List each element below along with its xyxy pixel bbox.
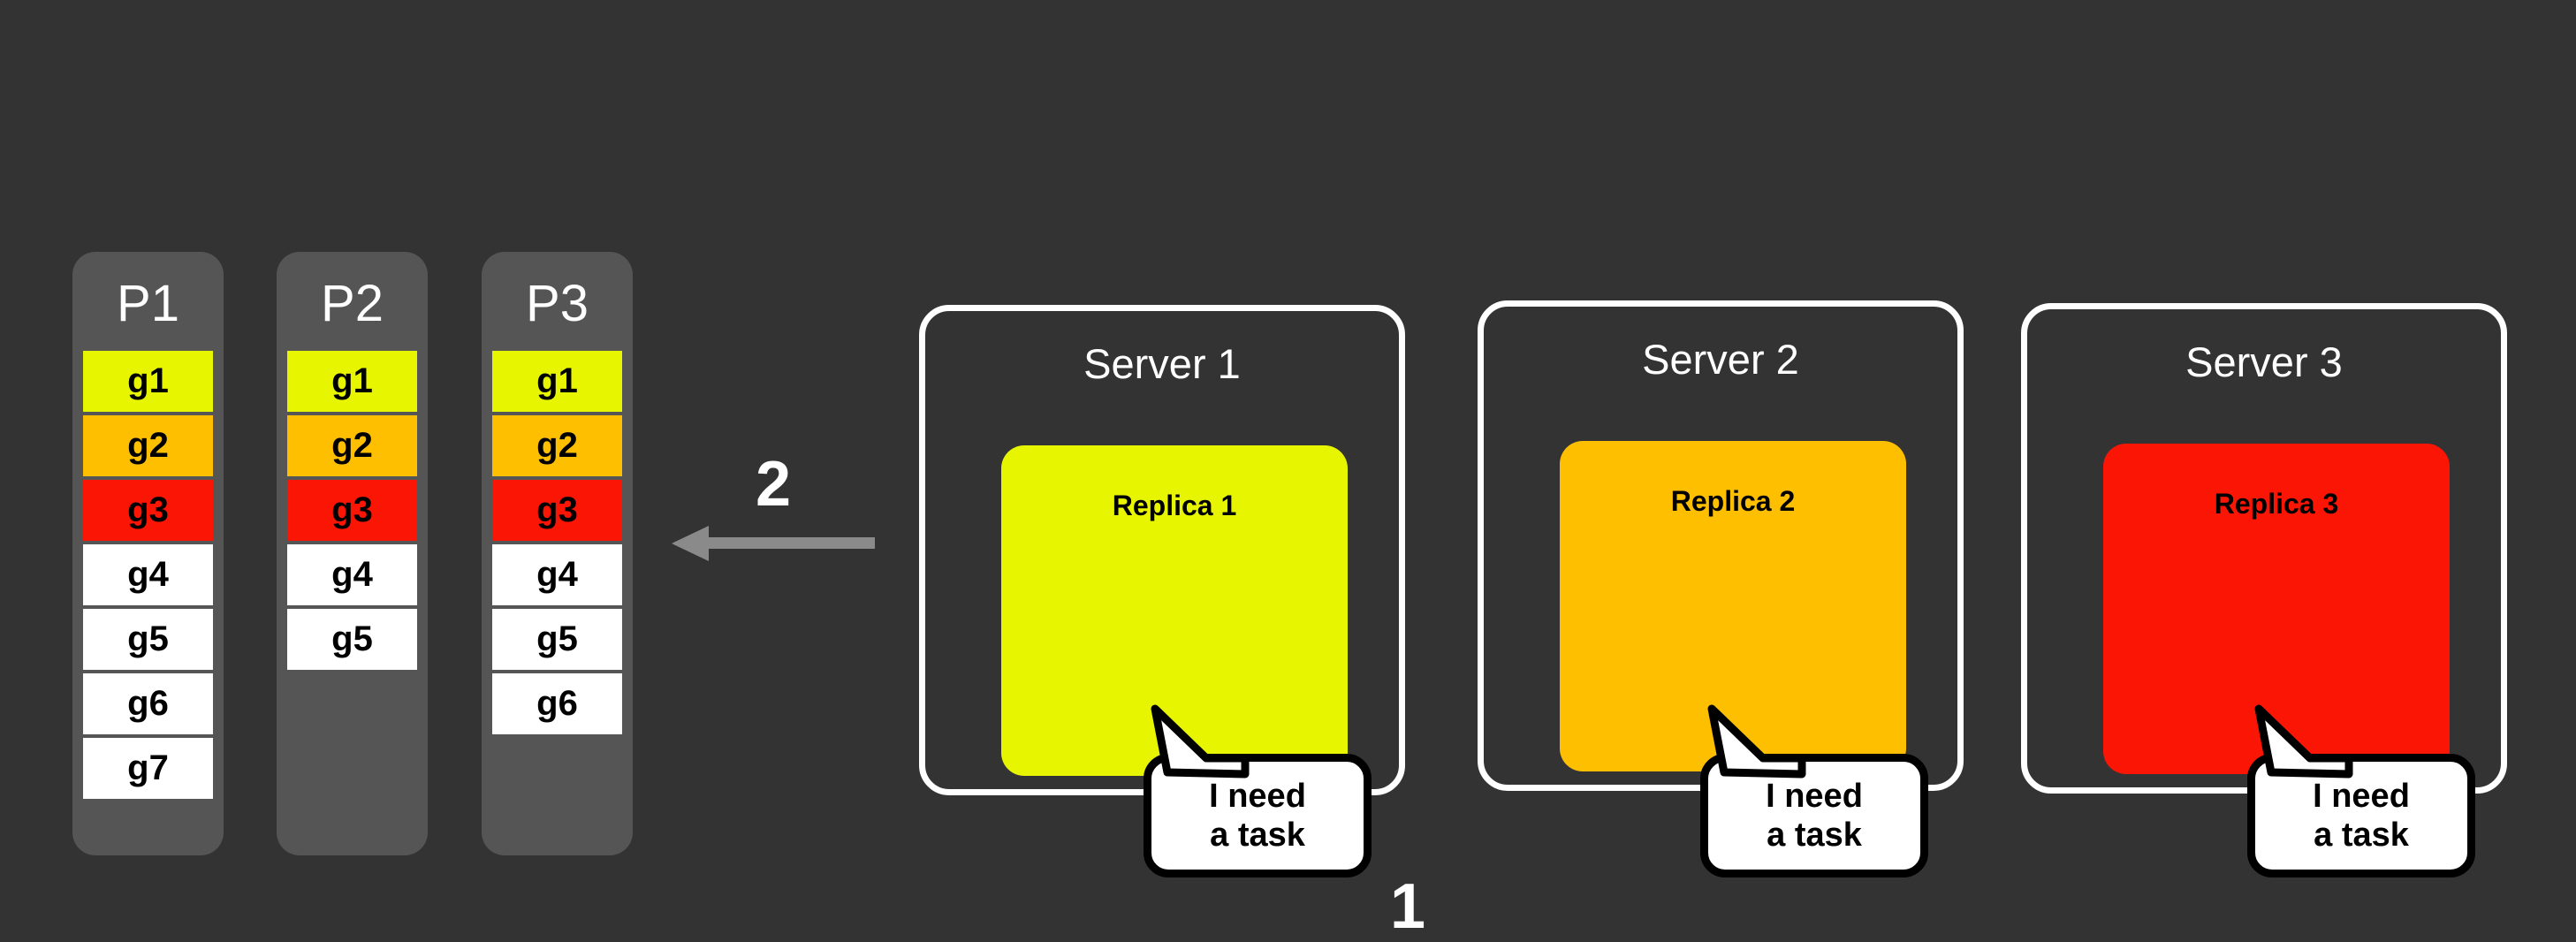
partition-item: g3	[83, 480, 213, 541]
partition-item: g1	[83, 351, 213, 412]
speech-bubble-tail-icon	[1151, 704, 1250, 779]
partition-item: g6	[83, 673, 213, 734]
partition-title-p2: P2	[321, 275, 384, 332]
server-title-3: Server 3	[2185, 338, 2343, 385]
partition-item: g3	[287, 480, 417, 541]
replica-label-2: Replica 2	[1670, 485, 1796, 517]
partition-item: g7	[83, 738, 213, 799]
server-box-1: Server 1 Replica 1	[919, 305, 1405, 795]
server-title-2: Server 2	[1642, 336, 1799, 383]
speech-bubble-tail-icon	[2254, 704, 2353, 779]
partition-column-p1: P1 g1 g2 g3 g4 g5 g6 g7	[72, 252, 224, 855]
speech-bubble-1: I need a task	[1144, 704, 1372, 877]
partition-item: g5	[492, 609, 622, 670]
replica-label-1: Replica 1	[1112, 490, 1237, 521]
partition-item: g1	[287, 351, 417, 412]
partition-title-p1: P1	[117, 275, 179, 332]
partition-item: g3	[492, 480, 622, 541]
bubble-line-1b: a task	[1210, 817, 1305, 854]
bubble-line-1a: I need	[1209, 777, 1306, 815]
partition-item: g5	[83, 609, 213, 670]
partition-item: g5	[287, 609, 417, 670]
replica-label-3: Replica 3	[2214, 488, 2339, 520]
partition-item: g2	[287, 415, 417, 476]
bubble-line-3a: I need	[2313, 777, 2410, 815]
arrow-icon	[672, 526, 875, 561]
partition-item: g6	[492, 673, 622, 734]
server-title-1: Server 1	[1083, 340, 1241, 387]
partition-item: g4	[83, 544, 213, 605]
step-label-1: 1	[1390, 871, 1426, 942]
replica-box-3: Replica 3	[2103, 444, 2450, 774]
replica-box-1: Replica 1	[1001, 445, 1348, 776]
partition-column-p3: P3 g1 g2 g3 g4 g5 g6	[482, 252, 633, 855]
bubble-line-2a: I need	[1766, 777, 1863, 815]
bubble-line-3b: a task	[2314, 817, 2409, 854]
flow-arrow-left	[672, 526, 875, 561]
partition-item: g2	[83, 415, 213, 476]
partition-item: g4	[492, 544, 622, 605]
speech-bubble-2: I need a task	[1700, 704, 1928, 877]
partition-item: g2	[492, 415, 622, 476]
server-box-3: Server 3 Replica 3	[2021, 303, 2507, 794]
partition-item: g1	[492, 351, 622, 412]
partition-item: g4	[287, 544, 417, 605]
speech-bubble-tail-icon	[1707, 704, 1806, 779]
replica-box-2: Replica 2	[1560, 441, 1906, 771]
bubble-line-2b: a task	[1767, 817, 1862, 854]
partition-column-p2: P2 g1 g2 g3 g4 g5	[277, 252, 428, 855]
step-label-2: 2	[756, 449, 792, 520]
partition-title-p3: P3	[526, 275, 589, 332]
speech-bubble-3: I need a task	[2247, 704, 2475, 877]
